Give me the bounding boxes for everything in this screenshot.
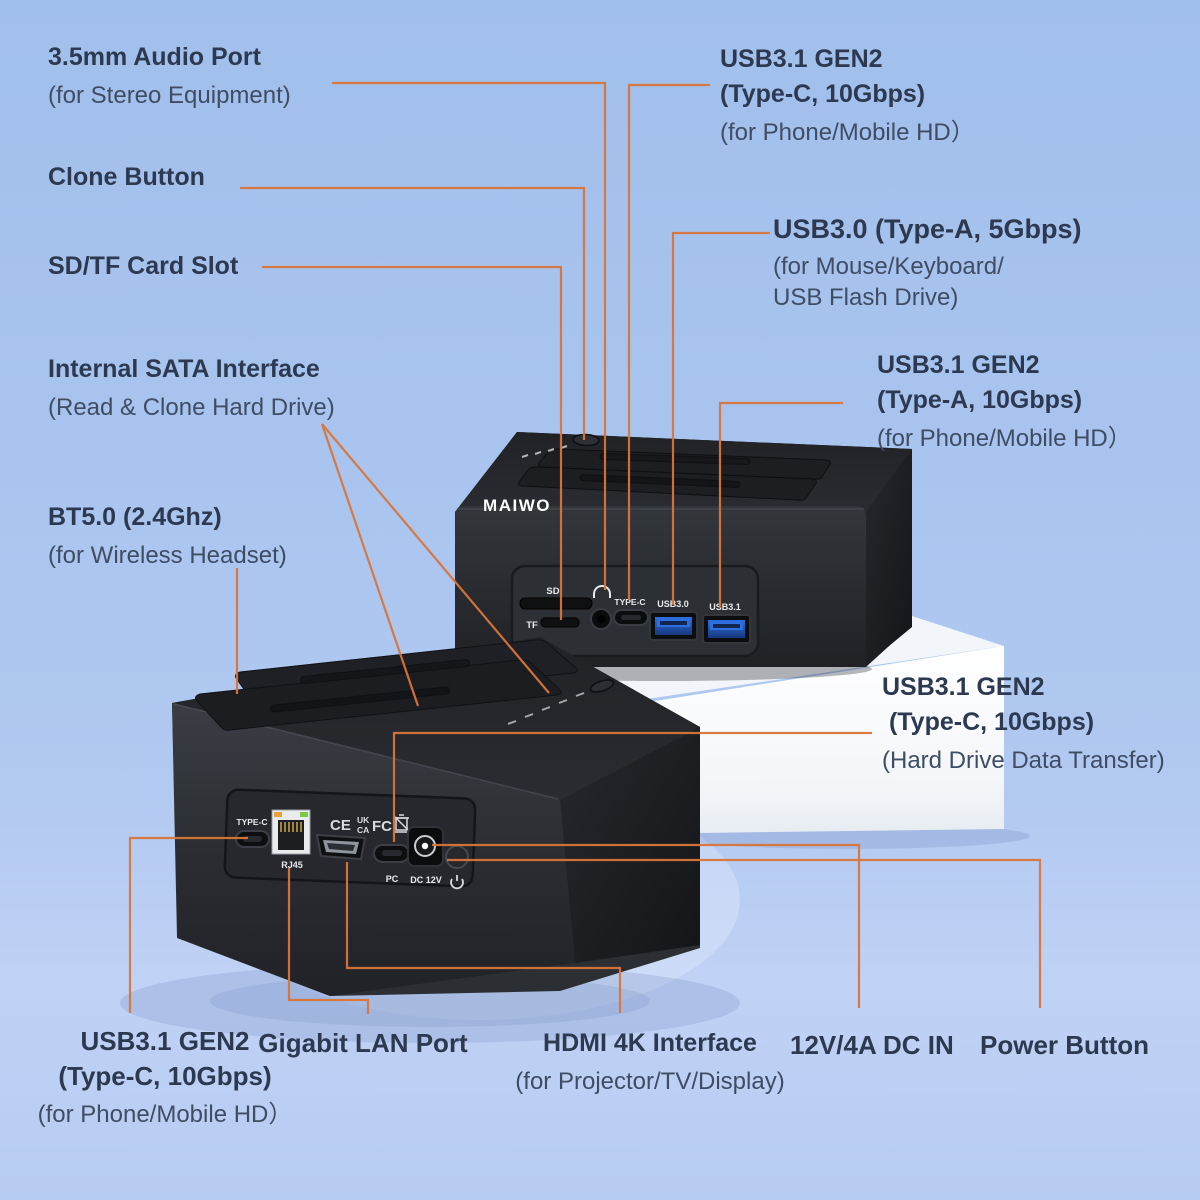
callout-usba31: USB3.1 GEN2 (Type-A, 10Gbps) (for Phone/…: [877, 348, 1132, 454]
line-usbc-top: [627, 83, 710, 600]
callout-subtitle: (Hard Drive Data Transfer): [882, 747, 1165, 774]
headphone-icon: [593, 585, 611, 598]
line-audio: [332, 81, 607, 590]
callout-usba30: USB3.0 (Type-A, 5Gbps) (for Mouse/Keyboa…: [773, 212, 1082, 313]
dc-jack-label: DC 12V: [410, 875, 442, 885]
sd-slot-label: SD: [546, 586, 559, 597]
callout-hdmi: HDMI 4K Interface (for Projector/TV/Disp…: [492, 1026, 808, 1097]
callout-title2: (Type-C, 10Gbps): [58, 1061, 272, 1091]
callout-subtitle: (for Mouse/Keyboard/: [773, 253, 1004, 280]
clone-button[interactable]: [572, 433, 600, 447]
dock-top-device: MAIWO SD TF TYPE-C USB3.0: [448, 432, 912, 681]
rj45-port[interactable]: [271, 809, 311, 855]
callout-usbc-rear: USB3.1 GEN2 (Type-C, 10Gbps) (for Phone/…: [22, 1024, 308, 1130]
ce-mark: CE: [330, 817, 351, 834]
line-usbc-hdd: [392, 731, 872, 842]
brand-logo: MAIWO: [483, 496, 551, 515]
callout-sdtf: SD/TF Card Slot: [48, 249, 238, 284]
power-icon: [450, 875, 464, 890]
usb31-label: USB3.1: [709, 602, 741, 612]
line-power: [447, 858, 1042, 1008]
hdmi-port[interactable]: [315, 833, 367, 861]
callout-title: Power Button: [980, 1030, 1149, 1060]
tf-slot-label: TF: [526, 620, 538, 631]
callout-title: 3.5mm Audio Port: [48, 43, 261, 71]
callout-title: HDMI 4K Interface: [543, 1029, 757, 1057]
sd-card-slot[interactable]: [519, 597, 593, 610]
typec-rear-label: TYPE-C: [236, 817, 267, 827]
callout-bt: BT5.0 (2.4Ghz) (for Wireless Headset): [48, 500, 287, 571]
callout-lines: [128, 81, 1042, 1014]
callout-lan: Gigabit LAN Port: [258, 1026, 468, 1061]
callout-audio: 3.5mm Audio Port (for Stereo Equipment): [48, 40, 291, 111]
callout-subtitle: (for Projector/TV/Display): [515, 1068, 785, 1095]
callout-usbc-hdd: USB3.1 GEN2 (Type-C, 10Gbps) (Hard Drive…: [882, 670, 1165, 776]
rj45-led-green: [300, 812, 308, 817]
callout-subtitle: (Read & Clone Hard Drive): [48, 394, 335, 421]
line-usbc-rear: [128, 836, 248, 1013]
callout-title: 12V/4A DC IN: [790, 1030, 954, 1060]
line-sdtf: [262, 265, 563, 620]
power-button[interactable]: [445, 845, 469, 869]
rj45-label: RJ45: [281, 860, 303, 870]
callout-clone: Clone Button: [48, 160, 205, 195]
status-leds: [521, 445, 568, 458]
callout-title: USB3.1 GEN2: [877, 351, 1040, 379]
dock-bottom-device: TYPE-C RJ45 CE UK CA FC: [172, 637, 700, 996]
rj45-led-orange: [274, 812, 282, 817]
line-lan: [287, 868, 370, 1014]
certification-marks: CE UK CA FC: [330, 814, 410, 835]
callout-title: USB3.0 (Type-A, 5Gbps): [773, 214, 1082, 244]
callout-usbc-top: USB3.1 GEN2 (Type-C, 10Gbps) (for Phone/…: [720, 42, 975, 148]
callout-subtitle2: USB Flash Drive): [773, 284, 959, 311]
callout-subtitle: (for Stereo Equipment): [48, 82, 291, 109]
callout-title: Clone Button: [48, 163, 205, 191]
line-usb30: [671, 231, 770, 605]
drive-bay-doors: [517, 448, 831, 501]
callout-sata: Internal SATA Interface (Read & Clone Ha…: [48, 352, 335, 423]
typec-front-label: TYPE-C: [614, 597, 645, 607]
ca-mark: CA: [357, 825, 369, 835]
usb31-port[interactable]: [702, 614, 751, 644]
top-face: [172, 637, 700, 800]
right-face: [866, 449, 912, 665]
pc-port-label: PC: [386, 874, 399, 884]
line-hdmi: [345, 862, 622, 1013]
callout-subtitle: (for Wireless Headset): [48, 542, 287, 569]
line-sata-bay1: [320, 423, 420, 707]
callout-title2: (Type-C, 10Gbps): [720, 80, 926, 108]
callout-title2: (Type-C, 10Gbps): [882, 708, 1095, 736]
line-dc: [432, 843, 861, 1008]
line-usb31: [718, 401, 843, 608]
uk-mark: UK: [357, 815, 370, 825]
callout-title: Gigabit LAN Port: [258, 1028, 468, 1058]
callout-title: BT5.0 (2.4Ghz): [48, 503, 222, 531]
callout-dc: 12V/4A DC IN: [790, 1028, 954, 1063]
weee-bin-icon: [393, 814, 410, 833]
callout-title: USB3.1 GEN2: [882, 673, 1045, 701]
status-leds: [507, 692, 585, 725]
usb30-port[interactable]: [649, 611, 698, 641]
callout-subtitle: (for Phone/Mobile HD）: [877, 425, 1132, 452]
line-clone: [240, 186, 586, 440]
callout-subtitle: (for Phone/Mobile HD）: [720, 119, 975, 146]
callout-title: USB3.1 GEN2: [720, 45, 883, 73]
callout-title: USB3.1 GEN2: [80, 1026, 250, 1056]
callout-power: Power Button: [980, 1028, 1149, 1063]
fcc-mark: FC: [372, 818, 392, 835]
line-sata-bay2: [321, 423, 550, 694]
callout-subtitle: (for Phone/Mobile HD）: [37, 1101, 293, 1128]
dc-jack[interactable]: [407, 826, 444, 867]
callout-title2: (Type-A, 10Gbps): [877, 386, 1083, 414]
clone-button[interactable]: [589, 678, 615, 695]
callout-title: Internal SATA Interface: [48, 355, 320, 383]
callout-title: SD/TF Card Slot: [48, 252, 239, 280]
